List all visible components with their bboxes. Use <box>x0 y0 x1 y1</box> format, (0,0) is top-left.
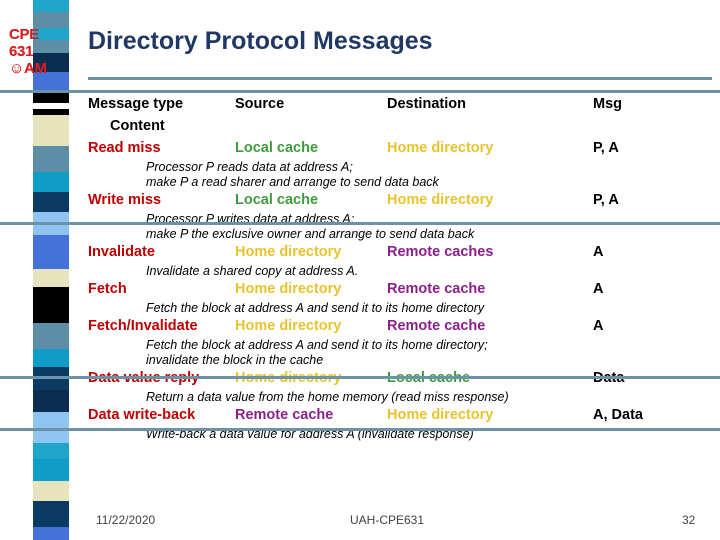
footer-organization: UAH-CPE631 <box>350 513 425 527</box>
logo-line-2: 631 <box>9 43 34 60</box>
stripe-band-0 <box>33 0 69 12</box>
cell-msg: P, A <box>593 140 619 156</box>
cell-destination: Remote cache <box>387 318 486 334</box>
stripe-band-3 <box>33 40 69 53</box>
cell-destination: Home directory <box>387 407 494 423</box>
header-destination: Destination <box>387 96 466 112</box>
footer-page-number: 32 <box>682 513 696 527</box>
cell-source: Home directory <box>235 281 342 297</box>
table-row-main: Invalidate Home directory Remote caches A <box>88 242 712 264</box>
course-logo: CPE 631 ☺AM <box>9 26 71 77</box>
table-row: Fetch/Invalidate Home directory Remote cac… <box>88 316 712 368</box>
cell-msg: P, A <box>593 192 619 208</box>
cell-destination: Remote cache <box>387 281 486 297</box>
cell-destination: Home directory <box>387 140 494 156</box>
row-description: Fetch the block at address A and send it… <box>146 338 488 367</box>
stripe-band-16 <box>33 287 69 323</box>
stripe-band-1 <box>33 12 69 28</box>
row-description: Return a data value from the home memory… <box>146 390 509 404</box>
stripe-band-10 <box>33 146 69 172</box>
stripe-band-26 <box>33 527 69 540</box>
table-row: Write miss Local cache Home directory P, A P… <box>88 190 712 242</box>
stripe-band-5 <box>33 72 69 90</box>
stripe-band-11 <box>33 172 69 192</box>
cell-msg: A <box>593 318 604 334</box>
table-header-row: Message type Source Destination Msg <box>88 94 712 116</box>
horizontal-rule-3 <box>0 376 720 379</box>
horizontal-rule-0 <box>88 77 712 80</box>
cell-msg: A, Data <box>593 407 643 423</box>
table-row: Read miss Local cache Home directory P, A Pr… <box>88 138 712 190</box>
header-source: Source <box>235 96 285 112</box>
stripe-band-2 <box>33 28 69 40</box>
logo-line-1: CPE <box>9 26 39 43</box>
slide-title: Directory Protocol Messages <box>88 27 433 55</box>
stripe-band-9 <box>33 115 69 146</box>
stripe-band-15 <box>33 269 69 287</box>
stripe-band-4 <box>33 53 69 72</box>
table-row-main: Fetch/Invalidate Home directory Remote cac… <box>88 316 712 338</box>
horizontal-rule-1 <box>0 90 720 93</box>
table-row-main: Data value replyHome directoryLocal cach… <box>88 368 712 390</box>
cell-message-type: Invalidate <box>88 244 155 260</box>
footer-date: 11/22/2020 <box>96 513 156 527</box>
stripe-band-24 <box>33 481 69 501</box>
cell-message-type: Fetch <box>88 281 127 297</box>
table-row-main: Write miss Local cache Home directory P, A <box>88 190 712 212</box>
cell-destination: Remote caches <box>387 244 494 260</box>
row-description: Processor P reads data at address A; mak… <box>146 160 439 189</box>
stripe-band-12 <box>33 192 69 212</box>
cell-source: Local cache <box>235 192 319 208</box>
cell-msg: A <box>593 244 604 260</box>
stripe-band-6 <box>33 90 69 103</box>
stripe-band-7 <box>33 103 69 109</box>
cell-message-type: Fetch/Invalidate <box>88 318 198 334</box>
cell-source: Local cache <box>235 140 319 156</box>
stripe-band-14 <box>33 235 69 269</box>
header-msg: Msg <box>593 96 622 112</box>
cell-message-type: Data write-back <box>88 407 196 423</box>
cell-source: Home directory <box>235 244 342 260</box>
table-header-subrow: Content <box>88 116 712 138</box>
row-description: Processor P writes data at address A; ma… <box>146 212 475 241</box>
header-message-type: Message type <box>88 96 184 112</box>
table-row-main: Fetch Home directory Remote cache A <box>88 279 712 301</box>
cell-destination: Home directory <box>387 192 494 208</box>
row-description: Invalidate a shared copy at address A. <box>146 264 359 278</box>
logo-line-3: ☺AM <box>9 60 47 77</box>
table-row: Data write-back Remote cache Home director… <box>88 405 712 442</box>
stripe-band-25 <box>33 501 69 527</box>
protocol-message-table: Message type Source Destination Msg Cont… <box>88 94 712 442</box>
stripe-band-18 <box>33 349 69 367</box>
cell-source: Remote cache <box>235 407 334 423</box>
table-row-main: Read miss Local cache Home directory P, A <box>88 138 712 160</box>
decorative-stripe-column <box>33 0 69 540</box>
table-row: Fetch Home directory Remote cache A Fetch th… <box>88 279 712 316</box>
stripe-band-21 <box>33 412 69 443</box>
cell-message-type: Write miss <box>88 192 162 208</box>
table-row-main: Data write-back Remote cache Home director… <box>88 405 712 427</box>
cell-source: Home directory <box>235 318 342 334</box>
stripe-band-17 <box>33 323 69 349</box>
stripe-band-22 <box>33 443 69 459</box>
horizontal-rule-4 <box>0 428 720 431</box>
cell-message-type: Read miss <box>88 140 161 156</box>
cell-msg: A <box>593 281 604 297</box>
stripe-band-23 <box>33 459 69 481</box>
header-content: Content <box>110 118 165 134</box>
table-row: Data value replyHome directoryLocal cach… <box>88 368 712 405</box>
row-description: Fetch the block at address A and send it… <box>146 301 485 315</box>
horizontal-rule-2 <box>0 222 720 225</box>
stripe-band-8 <box>33 109 69 115</box>
stripe-band-20 <box>33 390 69 412</box>
